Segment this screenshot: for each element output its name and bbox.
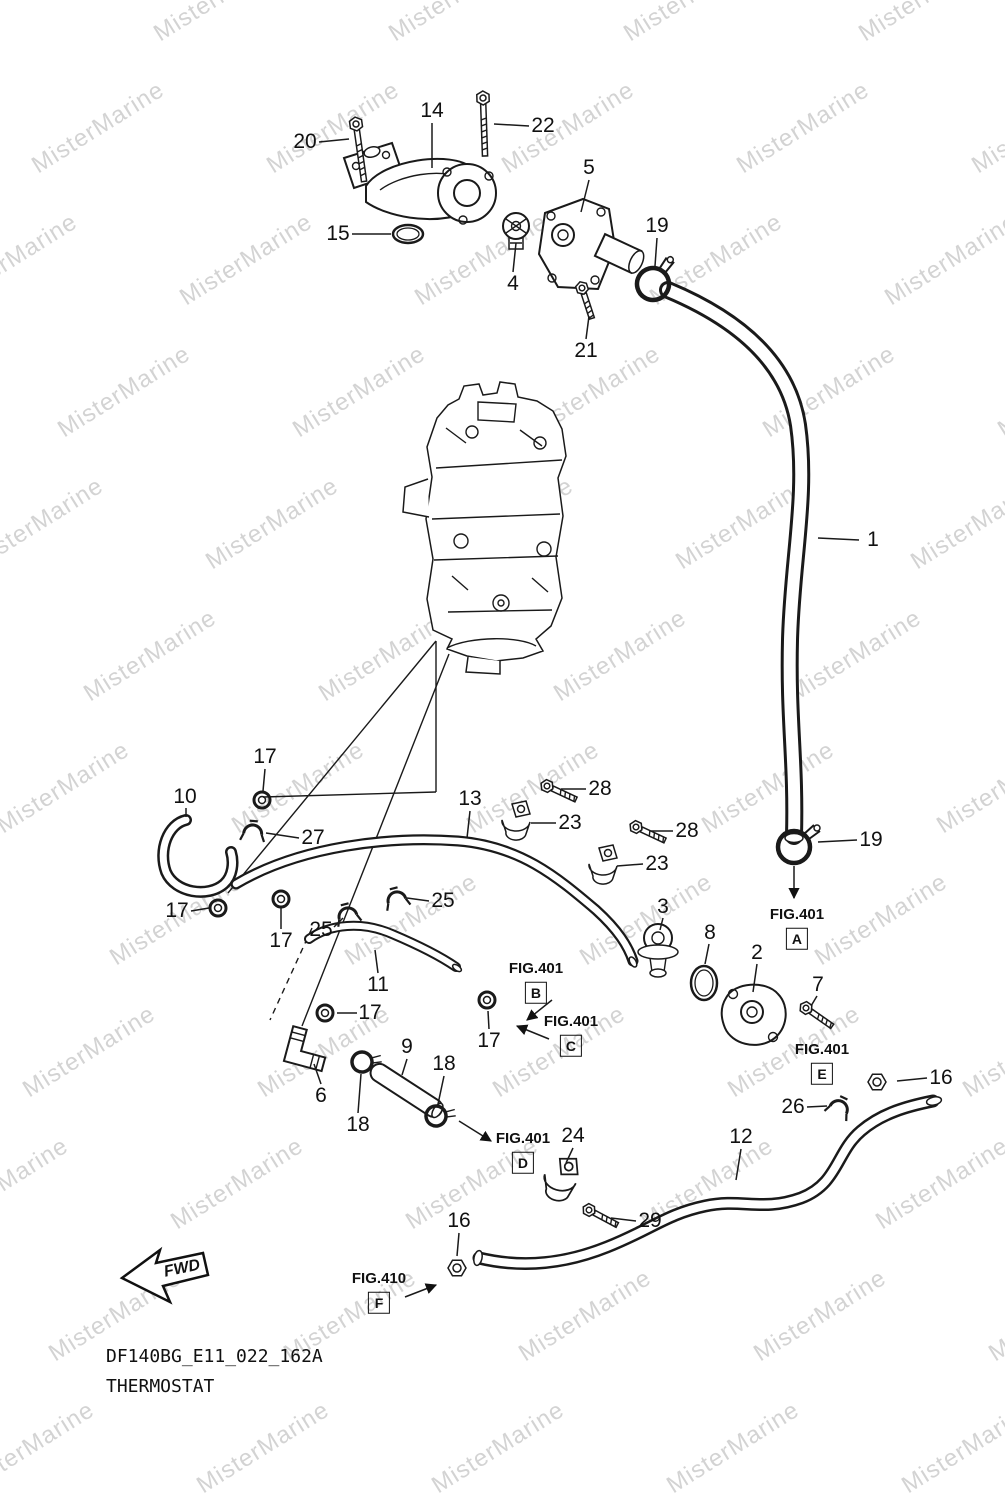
thermostat-4 [502,212,530,250]
figref-text: FIG.401 [769,905,825,923]
callout-29: 29 [638,1209,662,1232]
callout-23: 23 [645,852,669,875]
callout-27: 27 [301,826,325,849]
figref-box-letter: C [559,1034,582,1057]
callout-17: 17 [269,929,293,952]
callout-21: 21 [574,339,598,362]
callout-16: 16 [929,1066,953,1089]
thermostat-3 [637,923,679,978]
water-outlet-fitting-14 [342,141,497,225]
figref-box-letter: B [524,981,547,1004]
figref-text: FIG.410 [351,1269,407,1287]
callout-5: 5 [583,156,595,179]
footer: DF140BG_E11_022_162A THERMOSTAT [106,1342,323,1401]
hose-1 [659,281,811,845]
callout-14: 14 [420,99,444,122]
callout-7: 7 [812,973,824,996]
callout-17: 17 [477,1029,501,1052]
callout-8: 8 [704,921,716,944]
callout-26: 26 [781,1095,805,1118]
callout-19: 19 [859,828,883,851]
connector-6 [282,1024,327,1073]
callout-17: 17 [253,745,277,768]
callout-22: 22 [531,114,555,137]
callout-10: 10 [173,785,197,808]
callout-19: 19 [645,214,669,237]
figref-box-letter: F [367,1291,390,1314]
callout-23: 23 [558,811,582,834]
figref-box-letter: D [511,1151,534,1174]
callout-9: 9 [401,1035,413,1058]
figref-text: FIG.401 [495,1129,551,1147]
o-ring-8 [689,964,719,1002]
figref-text: FIG.401 [794,1040,850,1058]
water-inlet-housing-2 [720,983,787,1046]
figref-text: FIG.401 [508,959,564,977]
leader-lines [185,123,928,1257]
figref-box-letter: E [810,1062,833,1085]
engine-block [402,381,567,675]
callout-16: 16 [447,1209,471,1232]
drawing-code: DF140BG_E11_022_162A [106,1346,323,1367]
callout-13: 13 [458,787,482,810]
callout-2: 2 [751,941,763,964]
thermostat-cover-5 [537,197,645,291]
callout-3: 3 [657,895,669,918]
callout-25: 25 [309,918,333,941]
callout-4: 4 [507,272,519,295]
o-ring-15 [391,223,425,245]
callout-1: 1 [867,528,879,551]
hose-12 [472,1094,943,1271]
callout-17: 17 [358,1001,382,1024]
callout-20: 20 [293,130,317,153]
callout-15: 15 [326,222,350,245]
callout-24: 24 [561,1124,585,1147]
hose-10 [157,814,239,898]
fwd-arrow: FWD [119,1246,210,1305]
callout-6: 6 [315,1084,327,1107]
fig-arrows [404,866,800,1298]
callout-11: 11 [367,973,389,996]
callout-12: 12 [729,1125,753,1148]
callout-18: 18 [346,1113,370,1136]
callout-25: 25 [431,889,455,912]
hose-11 [304,920,463,973]
callout-28: 28 [675,819,699,842]
drawing-title: THERMOSTAT [106,1375,215,1397]
hose-13 [230,834,639,968]
figref-text: FIG.401 [543,1012,599,1030]
figref-box-letter: A [785,927,808,950]
callout-28: 28 [588,777,612,800]
callout-17: 17 [165,899,189,922]
callout-18: 18 [432,1052,456,1075]
